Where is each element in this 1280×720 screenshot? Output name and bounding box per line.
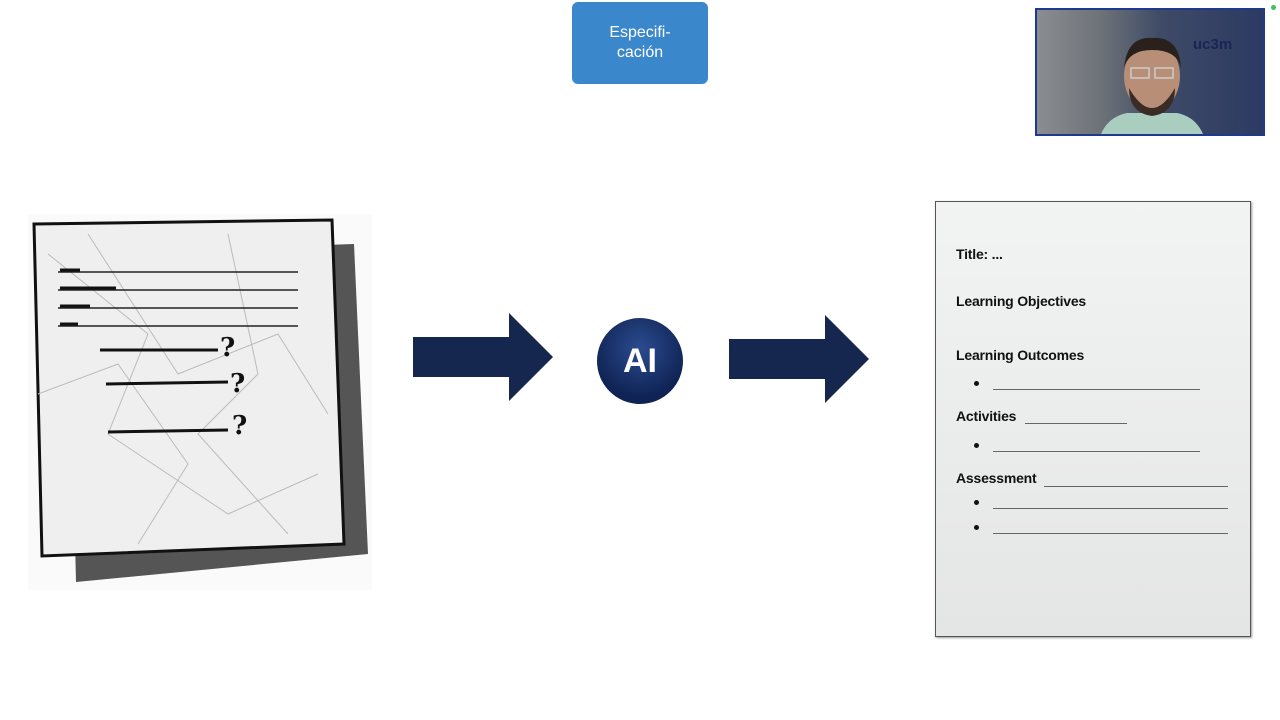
- bullet: [974, 525, 979, 530]
- svg-text:?: ?: [230, 369, 245, 399]
- doc-title: Title: ...: [956, 246, 1003, 262]
- bullet: [974, 381, 979, 386]
- presenter-image: [1101, 37, 1203, 134]
- uc3m-logo: uc3m: [1193, 36, 1233, 53]
- blank-line: [993, 451, 1200, 452]
- arrow-right-icon: [729, 315, 869, 403]
- ai-badge: AI: [597, 318, 683, 404]
- svg-text:?: ?: [220, 333, 235, 363]
- arrow-right-icon: [413, 313, 553, 401]
- svg-text:?: ?: [232, 411, 247, 441]
- bullet: [974, 500, 979, 505]
- blank-line: [993, 508, 1228, 509]
- lesson-template-document: Title: ... Learning Objectives Learning …: [935, 201, 1251, 637]
- doc-learning-objectives: Learning Objectives: [956, 293, 1087, 309]
- blank-line: [993, 533, 1228, 534]
- webcam-video: uc3m: [1035, 8, 1265, 136]
- specification-box: Especifi- cación: [572, 2, 708, 84]
- status-dot: [1271, 5, 1276, 10]
- doc-learning-outcomes: Learning Outcomes: [956, 347, 1085, 363]
- bullet: [974, 443, 979, 448]
- blank-line: [993, 389, 1200, 390]
- blank-line: [1044, 486, 1228, 487]
- blank-line: [1025, 423, 1127, 424]
- doc-assessment: Assessment: [956, 470, 1037, 486]
- crumpled-paper-sketch: ???: [28, 214, 372, 590]
- doc-activities: Activities: [956, 408, 1017, 424]
